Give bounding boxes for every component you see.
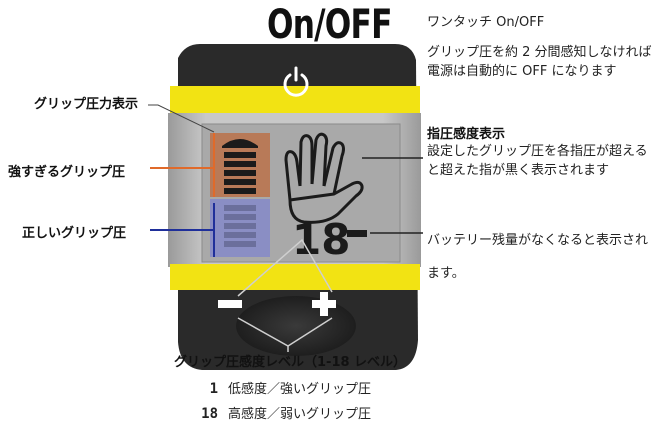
minus-button (218, 300, 242, 308)
battery-icon (347, 230, 367, 237)
correct-grip-label: 正しいグリップ圧 (22, 226, 127, 241)
level-row-low: 1 低感度／強いグリップ圧 (190, 378, 371, 397)
one-touch-note: ワンタッチ On/OFF (427, 15, 545, 30)
auto-off-note: グリップ圧を約 2 分間感知しなければ電源は自動的に OFF になります (427, 45, 652, 79)
grip-display-leader (148, 104, 215, 133)
sensitivity-callout (237, 238, 333, 297)
plus-button (312, 292, 336, 316)
grip-bar-gauge (222, 139, 258, 247)
finger-pressure-desc: 設定したグリップ圧を各指圧が超えると超えた指が黒く表示されます (427, 144, 648, 178)
finger-pressure-title: 指圧感度表示 (427, 127, 506, 142)
grip-display-label: グリップ圧力表示 (34, 97, 139, 112)
level-digit: 18 (201, 406, 218, 422)
battery-note: バッテリー残量がなくなると表示されます。 (427, 233, 649, 281)
level-row-high: 18 高感度／弱いグリップ圧 (190, 403, 371, 422)
level-text: 低感度／強いグリップ圧 (228, 382, 372, 397)
sensitivity-pad (236, 296, 356, 356)
upper-yellow-band (170, 86, 420, 116)
lower-yellow-band (170, 264, 420, 290)
too-strong-label: 強すぎるグリップ圧 (8, 165, 126, 180)
hand-icon (284, 132, 364, 224)
power-icon (283, 66, 309, 97)
level-digit: 1 (209, 381, 218, 397)
lcd-number: 18 (292, 215, 350, 264)
sensitivity-title: グリップ圧感度レベル（1-18 レベル） (174, 355, 407, 370)
level-text: 高感度／弱いグリップ圧 (228, 407, 372, 422)
title: On/OFF (267, 2, 392, 48)
